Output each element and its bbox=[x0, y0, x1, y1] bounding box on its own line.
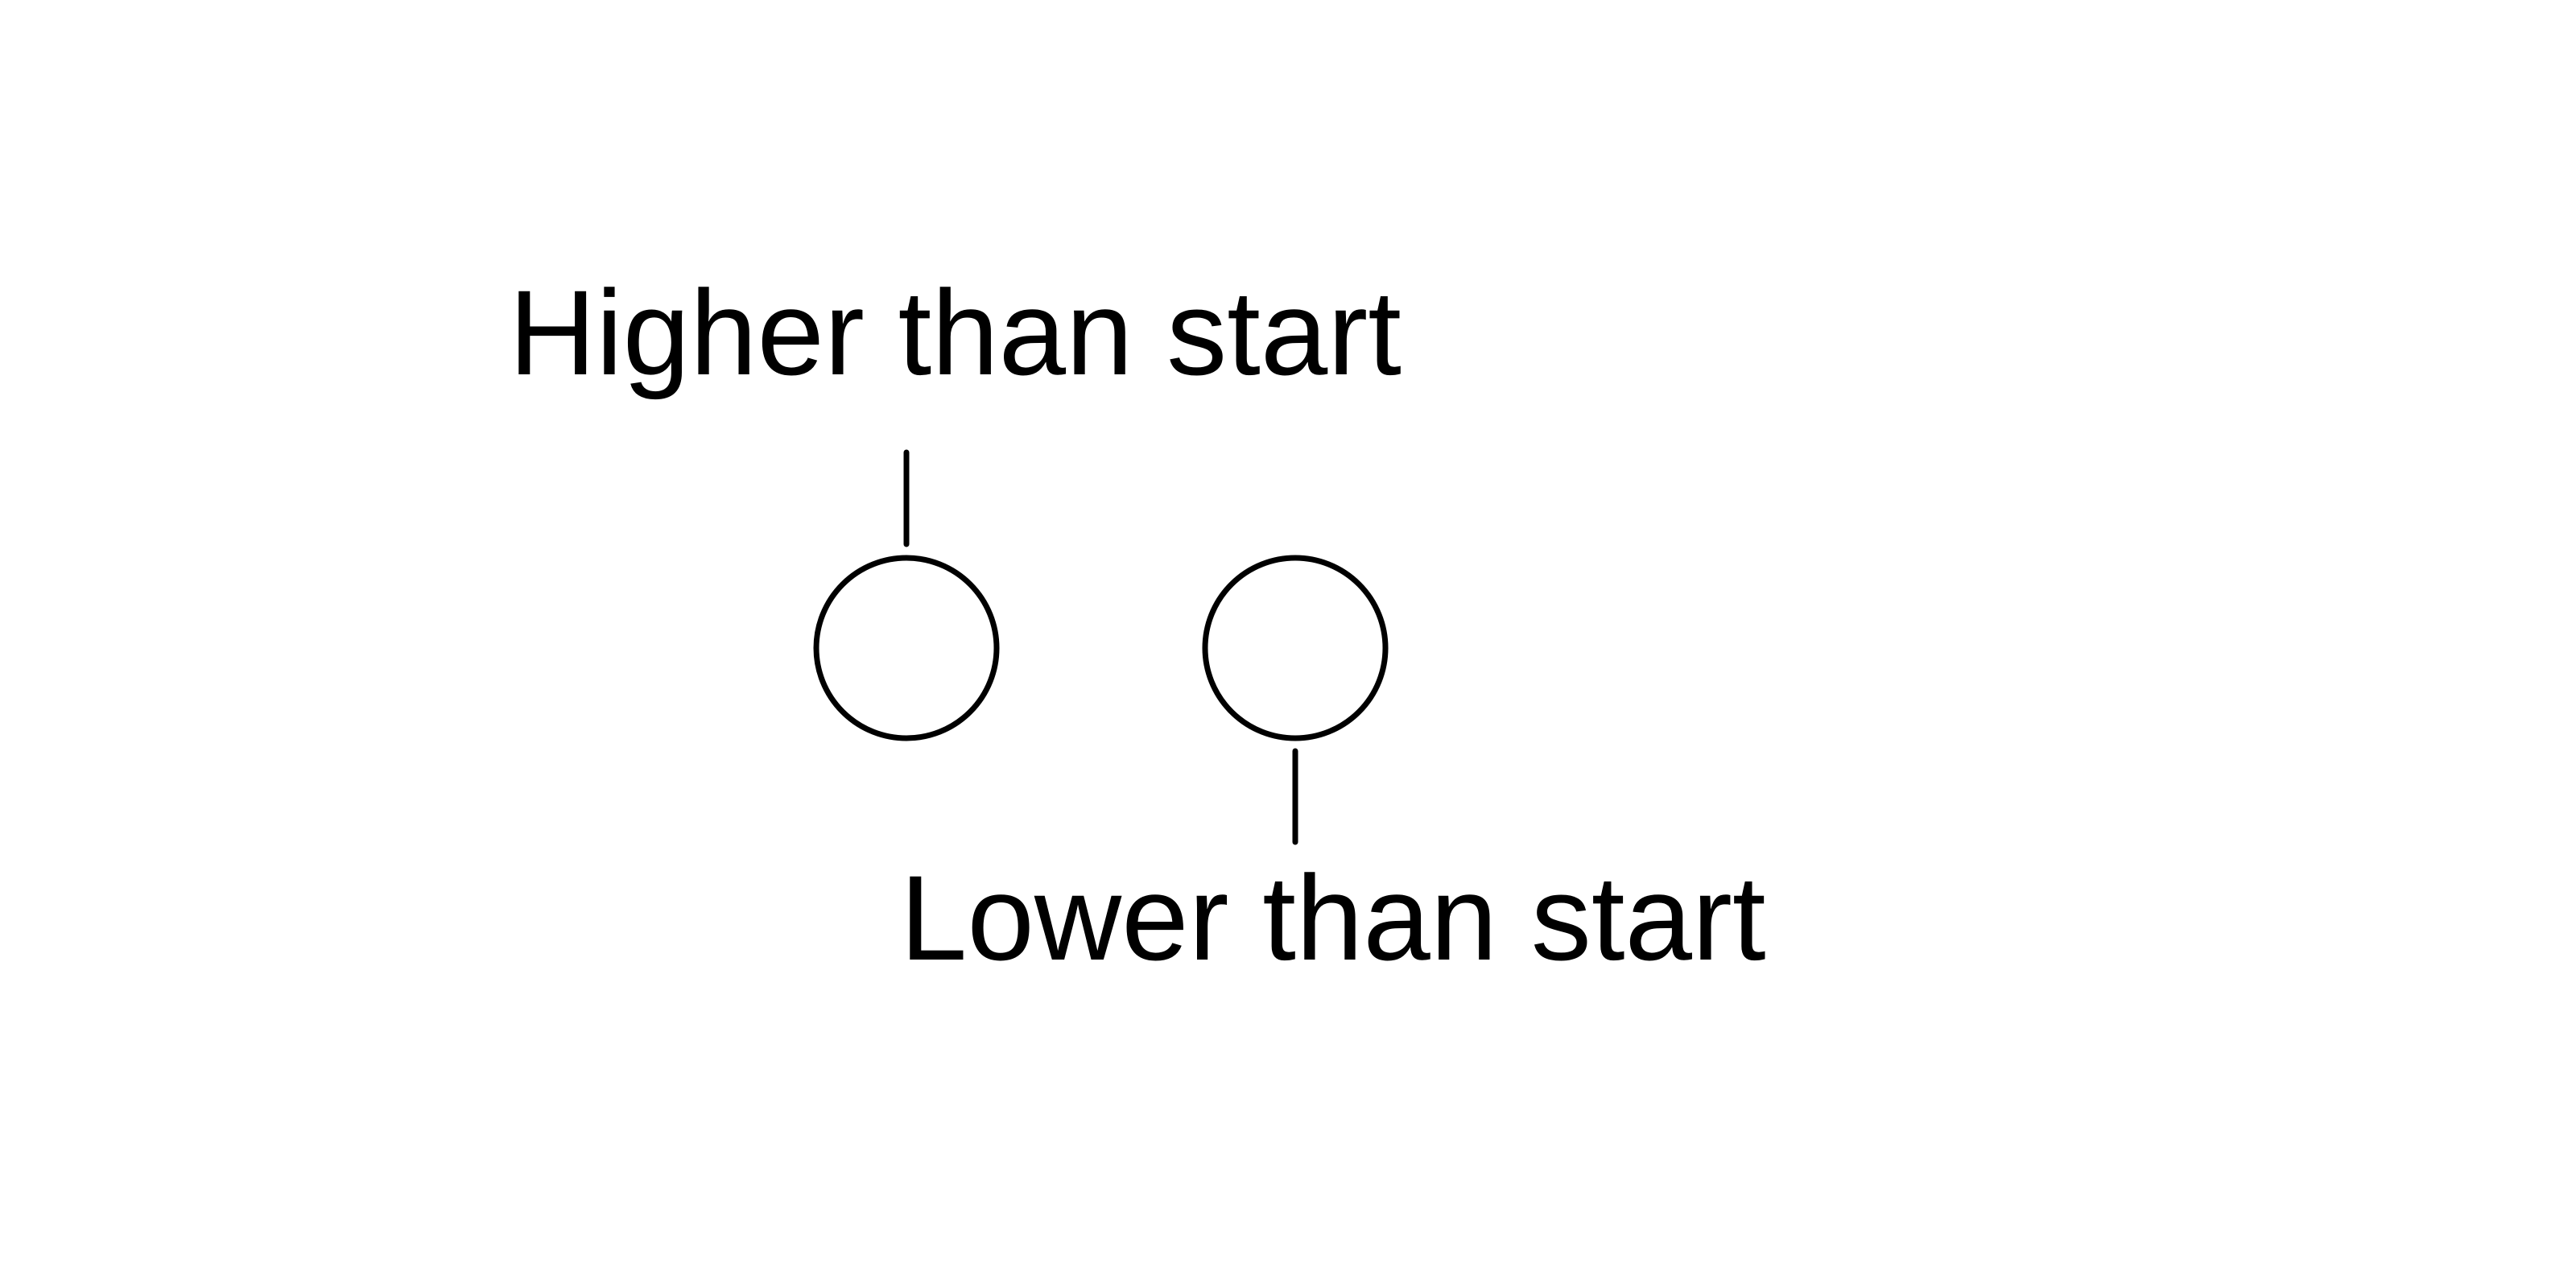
lower-than-start-label: Lower than start bbox=[900, 850, 1766, 985]
higher-than-start-label: Higher than start bbox=[509, 265, 1402, 400]
higher-node-circle bbox=[813, 555, 1000, 741]
lower-node-circle bbox=[1202, 555, 1389, 741]
